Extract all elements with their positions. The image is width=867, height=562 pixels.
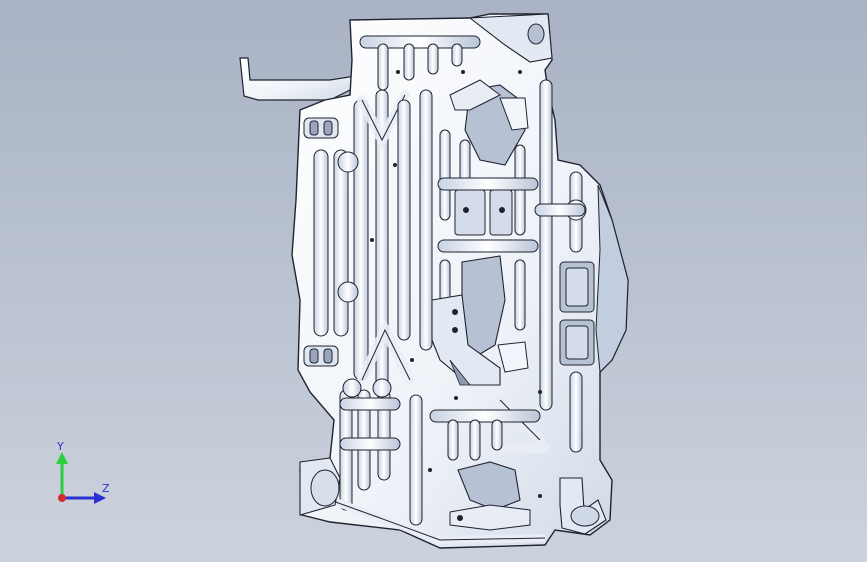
tab-hole bbox=[527, 23, 545, 45]
right-rib-cluster bbox=[534, 171, 587, 453]
left-slots bbox=[303, 117, 339, 367]
center-bracket bbox=[431, 255, 529, 386]
lower-ribs bbox=[328, 378, 546, 545]
center-ribs bbox=[397, 79, 553, 411]
top-left-flange bbox=[239, 57, 359, 101]
z-axis-label: Z bbox=[102, 482, 110, 495]
top-rail-ribs bbox=[359, 35, 481, 91]
y-axis-label: Y bbox=[56, 440, 64, 453]
upper-cutout bbox=[449, 79, 529, 166]
bottom-right-bend bbox=[559, 477, 607, 535]
x-axis-dot-icon bbox=[58, 494, 66, 502]
right-window-slots bbox=[559, 261, 595, 366]
small-holes bbox=[370, 70, 542, 498]
coordinate-triad: Y Z bbox=[56, 440, 110, 504]
bottom-left-boss bbox=[299, 457, 341, 516]
right-side-wall bbox=[595, 184, 629, 374]
lower-cutout bbox=[449, 461, 531, 531]
z-axis-arrow-icon bbox=[94, 492, 106, 504]
y-axis-arrow-icon bbox=[56, 452, 68, 464]
center-windows bbox=[454, 189, 513, 236]
